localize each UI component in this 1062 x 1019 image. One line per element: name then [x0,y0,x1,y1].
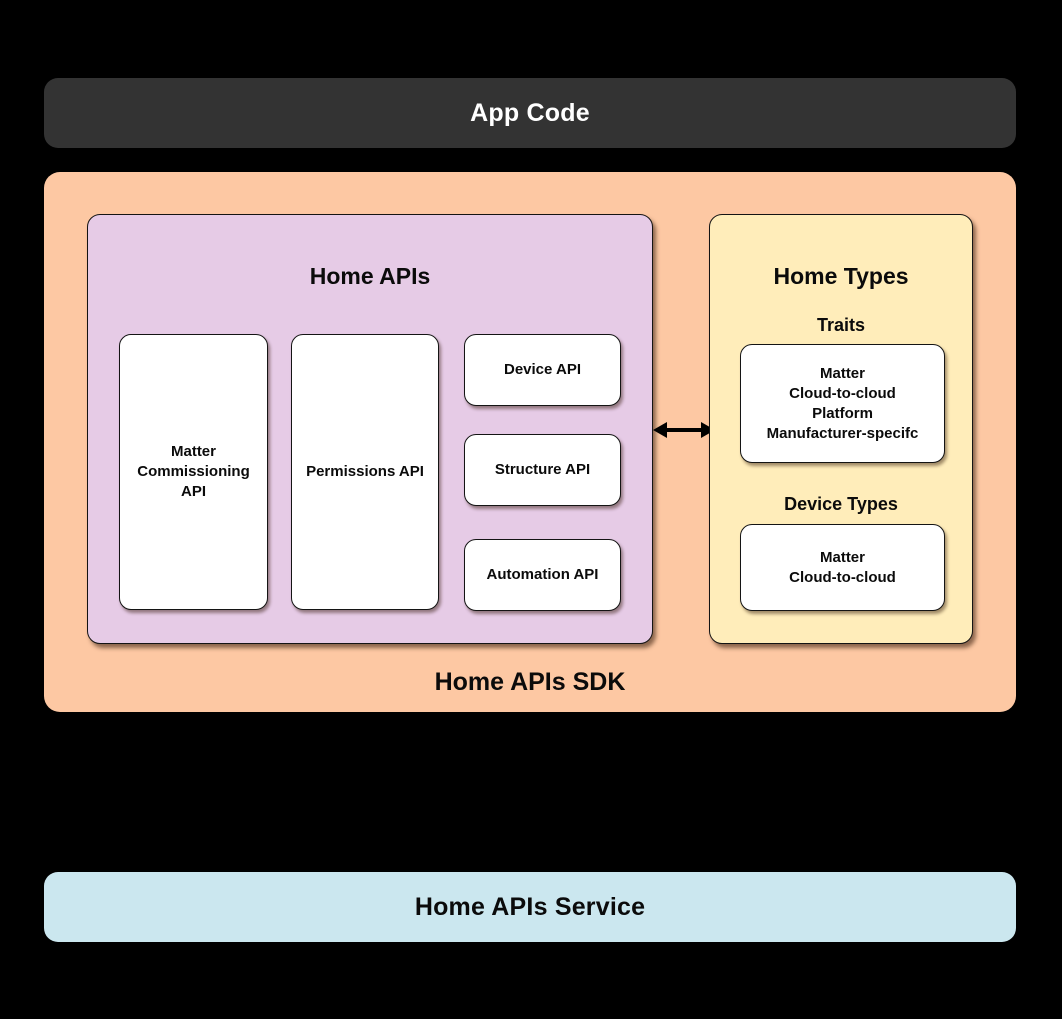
app-code-box: App Code [44,78,1016,148]
home-apis-service-box: Home APIs Service [44,872,1016,942]
home-apis-title: Home APIs [309,263,431,289]
home-types-title: Home Types [773,263,909,289]
device-api-card: Device API [464,334,621,406]
permissions-api-card: Permissions API [291,334,439,610]
home-types-panel: Home Types Traits Matter Cloud-to-cloud … [709,214,973,644]
home-apis-sdk-label: Home APIs SDK [434,668,626,696]
bidirectional-arrow-icon [653,422,715,438]
automation-api-card: Automation API [464,539,621,611]
home-apis-service-label: Home APIs Service [414,892,646,921]
device-types-label: Device Types [784,494,898,514]
traits-label: Traits [816,315,866,335]
home-apis-panel: Home APIs Matter Commissioning API Permi… [87,214,653,644]
app-code-label: App Code [470,98,590,127]
home-apis-sdk-box: Home APIs Matter Commissioning API Permi… [44,172,1016,712]
traits-card: Matter Cloud-to-cloud Platform Manufactu… [740,344,945,463]
device-types-card: Matter Cloud-to-cloud [740,524,945,611]
structure-api-card: Structure API [464,434,621,506]
matter-commissioning-api-card: Matter Commissioning API [119,334,268,610]
